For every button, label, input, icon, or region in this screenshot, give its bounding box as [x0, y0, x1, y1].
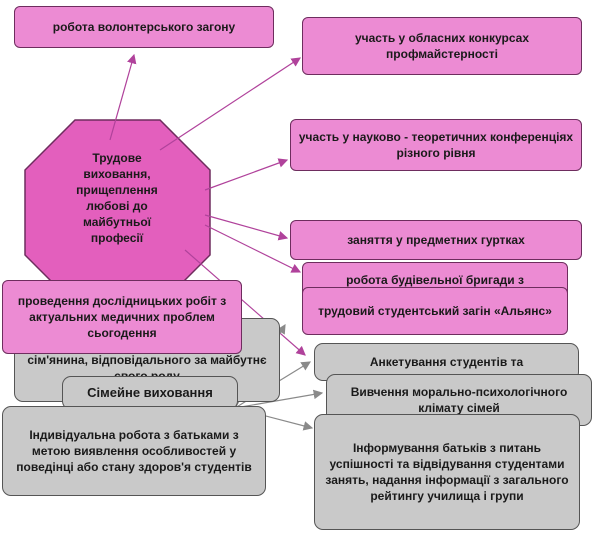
questionnaire-label: Анкетування студентів та	[369, 355, 524, 369]
arrow-to-contests	[159, 57, 302, 151]
arrow-to-circles	[204, 214, 289, 241]
research-box: проведення дослідницьких робіт з актуаль…	[2, 280, 242, 354]
arrow-to-moral	[234, 389, 324, 409]
family-label: Сімейне виховання	[87, 385, 213, 400]
inform-label: Інформування батьків з питань успішності…	[325, 441, 569, 503]
arrow-to-labor	[184, 249, 306, 356]
inform-box: Інформування батьків з питань успішності…	[314, 414, 580, 530]
volunteer-label: робота волонтерського загону	[52, 20, 236, 34]
volunteer-box: робота волонтерського загону	[14, 6, 274, 48]
circles-label: заняття у предметних гуртках	[347, 233, 525, 247]
conferences-label: участь у науково - теоретичних конференц…	[298, 130, 574, 160]
family-octagon: Сімейне виховання	[62, 376, 238, 410]
circles-box: заняття у предметних гуртках	[290, 220, 582, 260]
center-label: Трудове виховання, прищеплення любові до…	[76, 151, 158, 245]
arrow-to-conferences	[204, 158, 289, 191]
individual-box: Індивідуальна робота з батьками з метою …	[2, 406, 266, 496]
arrow-to-brigade	[204, 224, 302, 273]
labor-team-label: трудовий студентський загін «Альянс»	[318, 304, 552, 318]
moral-label: Вивчення морально-психологічного клімату…	[350, 385, 568, 415]
individual-label: Індивідуальна робота з батьками з метою …	[16, 428, 252, 474]
conferences-box: участь у науково - теоретичних конференц…	[290, 119, 582, 171]
contests-label: участь у обласних конкурсах профмайстерн…	[354, 31, 530, 61]
arrow-to-volunteer	[109, 53, 137, 141]
contests-box: участь у обласних конкурсах профмайстерн…	[302, 17, 582, 75]
brigade-label: робота будівельної бригади з	[346, 273, 524, 287]
research-label: проведення дослідницьких робіт з актуаль…	[17, 294, 227, 340]
labor-team-box: трудовий студентський загін «Альянс»	[302, 287, 568, 335]
